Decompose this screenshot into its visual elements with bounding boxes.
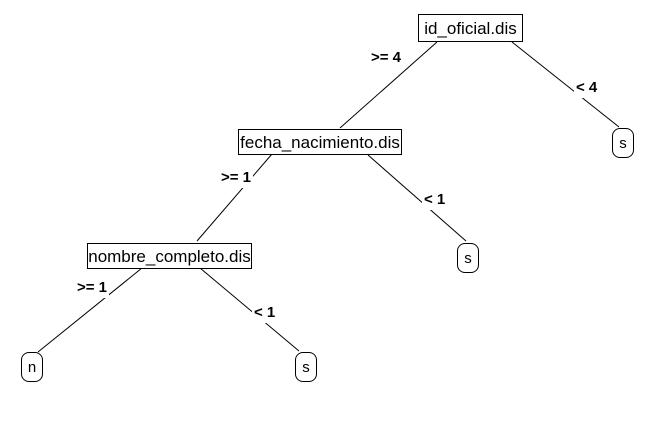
leaf-node-s-middle: s [457, 243, 479, 273]
leaf-node-n-bottom-left: n [21, 352, 43, 382]
edge-label-root-right: < 4 [574, 79, 600, 98]
branch-line-nombre-left [37, 267, 143, 353]
edge-label-fecha-left: >= 1 [219, 169, 254, 188]
branch-line-fecha-left [196, 153, 273, 242]
decision-node-id-oficial: id_oficial.dis [418, 14, 523, 42]
edge-label-nombre-left: >= 1 [75, 279, 110, 298]
leaf-node-s-bottom-right: s [295, 352, 317, 382]
branch-line-root-right [511, 41, 620, 128]
branch-line-nombre-right [199, 267, 300, 352]
leaf-node-s-top-right: s [612, 128, 634, 158]
decision-node-nombre-completo: nombre_completo.dis [87, 243, 252, 269]
branch-line-root-left [339, 41, 438, 129]
branch-line-fecha-right [367, 154, 467, 242]
decision-node-fecha-nacimiento: fecha_nacimiento.dis [238, 129, 402, 155]
edge-label-nombre-right: < 1 [252, 304, 278, 323]
edge-label-fecha-right: < 1 [422, 191, 448, 210]
edge-label-root-left: >= 4 [369, 49, 404, 68]
